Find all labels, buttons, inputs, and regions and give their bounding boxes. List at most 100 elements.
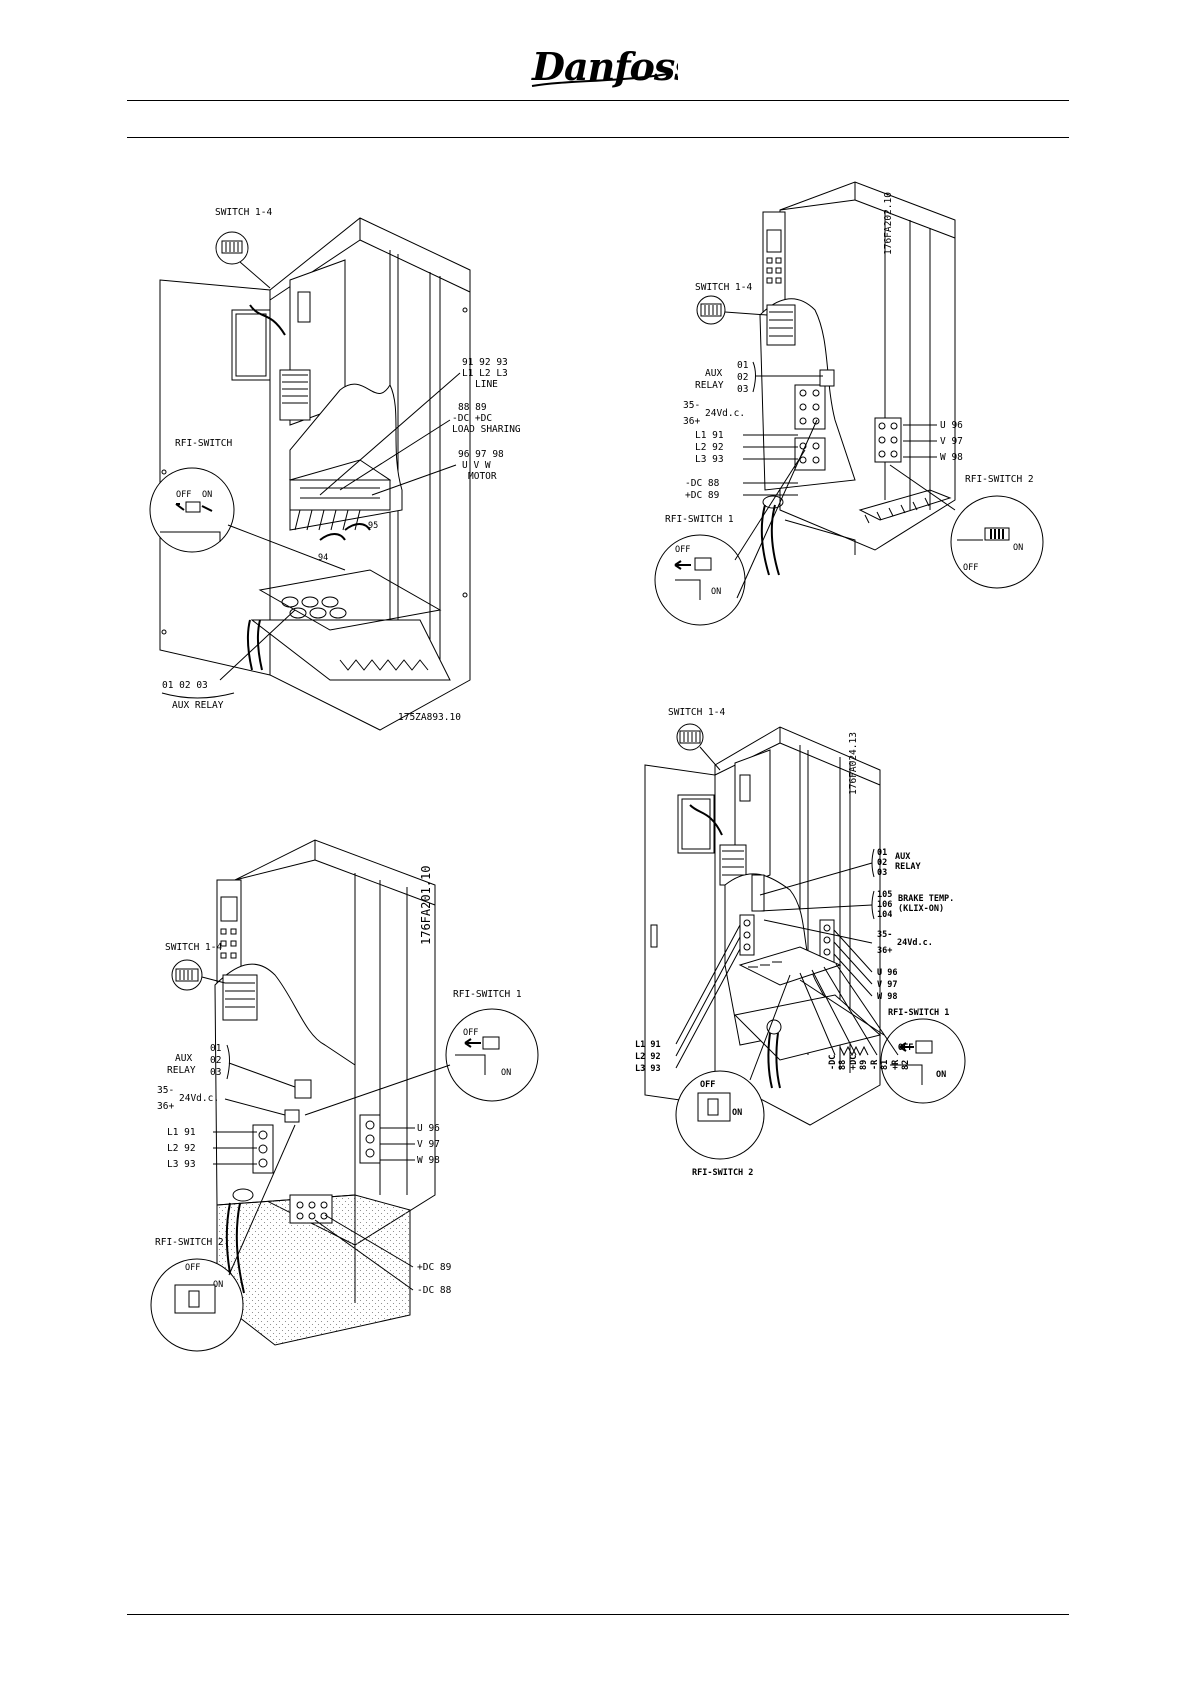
svg-text:02: 02 bbox=[737, 372, 748, 383]
dc-24v-label: 35- 36+ 24Vd.c. bbox=[683, 400, 745, 427]
svg-text:OFF: OFF bbox=[700, 1080, 715, 1090]
svg-text:ON: ON bbox=[732, 1108, 742, 1118]
label-on: ON bbox=[202, 490, 212, 500]
label-switch: SWITCH 1-4 bbox=[215, 207, 272, 218]
motor-terminal-label: 96 97 98 U V W MOTOR bbox=[371, 449, 504, 496]
svg-text:24Vd.c.: 24Vd.c. bbox=[897, 938, 933, 948]
svg-text:L1 L2 L3: L1 L2 L3 bbox=[462, 368, 508, 379]
svg-text:ON: ON bbox=[501, 1068, 511, 1078]
svg-text:104: 104 bbox=[877, 910, 892, 920]
rfi-switch-1-callout: RFI-SWITCH 1 OFF ON bbox=[304, 989, 539, 1116]
rfi-switch-1-callout: RFI-SWITCH 1 OFF ON bbox=[654, 419, 818, 626]
figure-code: 176FA024.13 bbox=[848, 732, 859, 795]
svg-text:01 02 03: 01 02 03 bbox=[162, 680, 208, 691]
svg-text:91 92 93: 91 92 93 bbox=[462, 357, 508, 368]
svg-text:88 89: 88 89 bbox=[458, 402, 487, 413]
switch-1-4-callout: SWITCH 1-4 bbox=[165, 942, 226, 991]
svg-text:L3 93: L3 93 bbox=[167, 1159, 196, 1170]
svg-text:89: 89 bbox=[859, 1060, 869, 1070]
svg-text:RELAY: RELAY bbox=[167, 1065, 196, 1076]
svg-text:35-: 35- bbox=[877, 930, 892, 940]
header-rule-top bbox=[127, 100, 1069, 101]
line-terminal-labels: L1 91 L2 92 L3 93 bbox=[167, 1127, 257, 1170]
svg-text:03: 03 bbox=[737, 384, 748, 395]
svg-text:RFI-SWITCH 2: RFI-SWITCH 2 bbox=[692, 1168, 753, 1178]
svg-text:ON: ON bbox=[936, 1070, 946, 1080]
svg-text:OFF: OFF bbox=[463, 1028, 478, 1038]
svg-text:V 97: V 97 bbox=[417, 1139, 440, 1150]
svg-text:+DC 89: +DC 89 bbox=[417, 1262, 452, 1273]
switch-1-4-callout: SWITCH 1-4 bbox=[668, 707, 725, 771]
svg-text:ON: ON bbox=[711, 587, 721, 597]
svg-text:W 98: W 98 bbox=[877, 992, 897, 1002]
svg-text:36+: 36+ bbox=[877, 946, 892, 956]
svg-text:82: 82 bbox=[901, 1060, 911, 1070]
svg-text:35-: 35- bbox=[157, 1085, 174, 1096]
cabinet-body bbox=[214, 839, 436, 1346]
svg-text:MOTOR: MOTOR bbox=[468, 471, 497, 482]
switch-1-4-callout: SWITCH 1-4 bbox=[695, 282, 768, 325]
svg-text:01: 01 bbox=[210, 1043, 222, 1054]
svg-text:03: 03 bbox=[210, 1067, 221, 1078]
svg-text:U 96: U 96 bbox=[940, 420, 963, 431]
header-rule-bottom bbox=[127, 137, 1069, 138]
svg-text:LOAD SHARING: LOAD SHARING bbox=[452, 424, 521, 435]
svg-text:02: 02 bbox=[210, 1055, 221, 1066]
svg-text:AUX: AUX bbox=[175, 1053, 192, 1064]
cabinet-body bbox=[689, 726, 882, 1126]
rfi-switch-2-callout: RFI-SWITCH 2 ON OFF bbox=[889, 464, 1044, 589]
motor-terminal-labels: U 96 V 97 W 98 bbox=[903, 420, 963, 463]
svg-text:RFI-SWITCH 2: RFI-SWITCH 2 bbox=[155, 1237, 224, 1248]
figure-closed-cabinet-dc: 176FA201.10 SWITCH 1-4 AUX RELAY 01 02 0… bbox=[150, 825, 575, 1405]
svg-text:L3 93: L3 93 bbox=[695, 454, 724, 465]
svg-text:RELAY: RELAY bbox=[695, 380, 724, 391]
svg-text:L1 91: L1 91 bbox=[695, 430, 724, 441]
svg-text:36+: 36+ bbox=[683, 416, 700, 427]
svg-text:W 98: W 98 bbox=[940, 452, 963, 463]
dc-brake-terminal-labels: -DC 88 +DC 89 -R 81 +R 82 bbox=[799, 963, 911, 1070]
svg-text:ON: ON bbox=[213, 1280, 223, 1290]
svg-text:SWITCH 1-4: SWITCH 1-4 bbox=[165, 942, 222, 953]
footer-rule bbox=[127, 1614, 1069, 1615]
aux-relay-label: AUX RELAY 01 02 03 bbox=[695, 360, 823, 395]
svg-text:105: 105 bbox=[877, 890, 892, 900]
svg-text:ON: ON bbox=[1013, 543, 1023, 553]
svg-text:+DC: +DC bbox=[849, 1055, 859, 1070]
dc-24v-label: 35- 36+ 24Vd.c. bbox=[763, 919, 933, 956]
svg-text:36+: 36+ bbox=[157, 1101, 174, 1112]
line-terminal-labels: L1 91 L2 92 L3 93 bbox=[695, 430, 798, 465]
svg-text:OFF: OFF bbox=[675, 545, 690, 555]
svg-text:03: 03 bbox=[877, 868, 887, 878]
cabinet-body bbox=[759, 181, 956, 576]
svg-text:106: 106 bbox=[877, 900, 892, 910]
svg-text:81: 81 bbox=[880, 1060, 890, 1070]
rfi-switch-callout: RFI-SWITCH OFF ON bbox=[149, 438, 346, 571]
figure-open-cabinet-brake: 176FA024.13 SWITCH 1-4 01 02 03 AUX RELA… bbox=[635, 707, 1060, 1235]
rfi-switch-2-callout: OFF ON RFI-SWITCH 2 bbox=[675, 974, 791, 1178]
svg-text:L2 92: L2 92 bbox=[635, 1052, 661, 1062]
svg-text:L2 92: L2 92 bbox=[695, 442, 724, 453]
svg-text:24Vd.c.: 24Vd.c. bbox=[705, 408, 745, 419]
svg-text:RELAY: RELAY bbox=[895, 862, 921, 872]
svg-text:RFI-SWITCH 1: RFI-SWITCH 1 bbox=[888, 1008, 949, 1018]
svg-text:BRAKE TEMP.: BRAKE TEMP. bbox=[898, 894, 954, 904]
svg-text:L2 92: L2 92 bbox=[167, 1143, 196, 1154]
figure-open-cabinet-line-motor: SWITCH 1-4 RFI-SWITCH OFF ON 91 92 93 L1… bbox=[140, 207, 570, 731]
svg-text:+R: +R bbox=[891, 1059, 901, 1070]
dc-24v-label: 35- 36+ 24Vd.c. bbox=[157, 1085, 286, 1116]
svg-text:AUX RELAY: AUX RELAY bbox=[172, 700, 224, 711]
brand-logotype: Danfoss bbox=[531, 44, 678, 89]
svg-text:88: 88 bbox=[838, 1060, 848, 1070]
svg-text:RFI-SWITCH 1: RFI-SWITCH 1 bbox=[453, 989, 522, 1000]
svg-text:U 96: U 96 bbox=[417, 1123, 440, 1134]
svg-text:L1 91: L1 91 bbox=[635, 1040, 661, 1050]
svg-text:OFF: OFF bbox=[185, 1263, 200, 1273]
dc-terminal-labels: +DC 89 -DC 88 bbox=[314, 1214, 452, 1296]
rfi-switch-2-callout: RFI-SWITCH 2 OFF ON bbox=[150, 1124, 296, 1352]
figure-code: 175ZA893.10 bbox=[398, 712, 461, 723]
svg-text:24Vd.c.: 24Vd.c. bbox=[179, 1093, 219, 1104]
line-terminal-label: 91 92 93 L1 L2 L3 LINE bbox=[319, 357, 508, 496]
figure-closed-cabinet-rfi: 176FA202.10 SWITCH 1-4 AUX RELAY 01 02 0… bbox=[654, 180, 1065, 630]
label-ground-95: 95 bbox=[368, 521, 378, 531]
brake-temp-label: 105 106 104 BRAKE TEMP. (KLIX-ON) bbox=[759, 890, 954, 920]
